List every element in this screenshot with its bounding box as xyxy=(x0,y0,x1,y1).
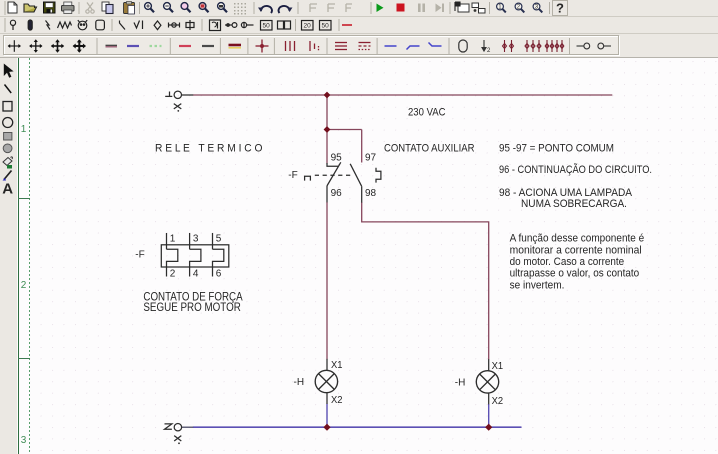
svg-text:X1: X1 xyxy=(331,360,343,371)
svg-text:3: 3 xyxy=(535,5,539,11)
svg-text:6: 6 xyxy=(216,268,222,279)
svg-text:R E L E T E R M I C O: R E L E T E R M I C O xyxy=(155,142,263,154)
svg-text:230 VAC: 230 VAC xyxy=(408,107,446,119)
svg-text:1: 1 xyxy=(170,234,176,245)
svg-text:monitorar a corrente nominal: monitorar a corrente nominal xyxy=(510,244,642,256)
svg-text:se invertem.: se invertem. xyxy=(510,279,565,291)
svg-text:X2: X2 xyxy=(331,395,343,406)
svg-text:97: 97 xyxy=(365,152,377,163)
svg-text:NUMA SOBRECARGA.: NUMA SOBRECARGA. xyxy=(521,198,627,210)
svg-text:98: 98 xyxy=(365,188,377,199)
svg-text:20: 20 xyxy=(304,23,312,30)
svg-text:5: 5 xyxy=(216,234,222,245)
svg-text:do motor. Caso a corrente: do motor. Caso a corrente xyxy=(510,256,625,268)
svg-text:50: 50 xyxy=(322,23,330,30)
svg-text:98 - ACIONA UMA LAMPADA: 98 - ACIONA UMA LAMPADA xyxy=(499,187,633,199)
svg-text:2: 2 xyxy=(517,5,521,11)
svg-text:CONTATO AUXILIAR: CONTATO AUXILIAR xyxy=(384,142,475,154)
svg-text:-F: -F xyxy=(288,170,297,181)
svg-text:X1: X1 xyxy=(492,361,504,372)
svg-text:-H: -H xyxy=(455,378,466,389)
svg-text:96 - CONTINUAÇÃO DO CIRCUITO.: 96 - CONTINUAÇÃO DO CIRCUITO. xyxy=(499,163,652,176)
svg-text:?: ? xyxy=(556,1,564,16)
svg-text:A função desse componente é: A função desse componente é xyxy=(510,233,645,245)
svg-text:1: 1 xyxy=(498,5,502,11)
svg-text:CONTATO DE FORÇA: CONTATO DE FORÇA xyxy=(143,290,242,304)
svg-text:95: 95 xyxy=(331,153,343,164)
svg-text:95 -97 = PONTO COMUM: 95 -97 = PONTO COMUM xyxy=(499,143,614,155)
svg-text:2: 2 xyxy=(487,48,491,54)
svg-text:SEGUE PRO MOTOR: SEGUE PRO MOTOR xyxy=(143,300,241,314)
svg-text:A: A xyxy=(2,181,13,198)
svg-text:96: 96 xyxy=(331,188,343,199)
svg-text:3: 3 xyxy=(193,234,199,245)
svg-text:-F: -F xyxy=(135,250,144,261)
svg-text:4: 4 xyxy=(193,268,199,279)
svg-text:50: 50 xyxy=(263,23,271,30)
svg-text:-H: -H xyxy=(294,377,305,388)
svg-text:2: 2 xyxy=(170,268,176,279)
svg-text:ultrapasse o valor, os contato: ultrapasse o valor, os contato xyxy=(510,268,640,280)
svg-text:X2: X2 xyxy=(492,396,504,407)
